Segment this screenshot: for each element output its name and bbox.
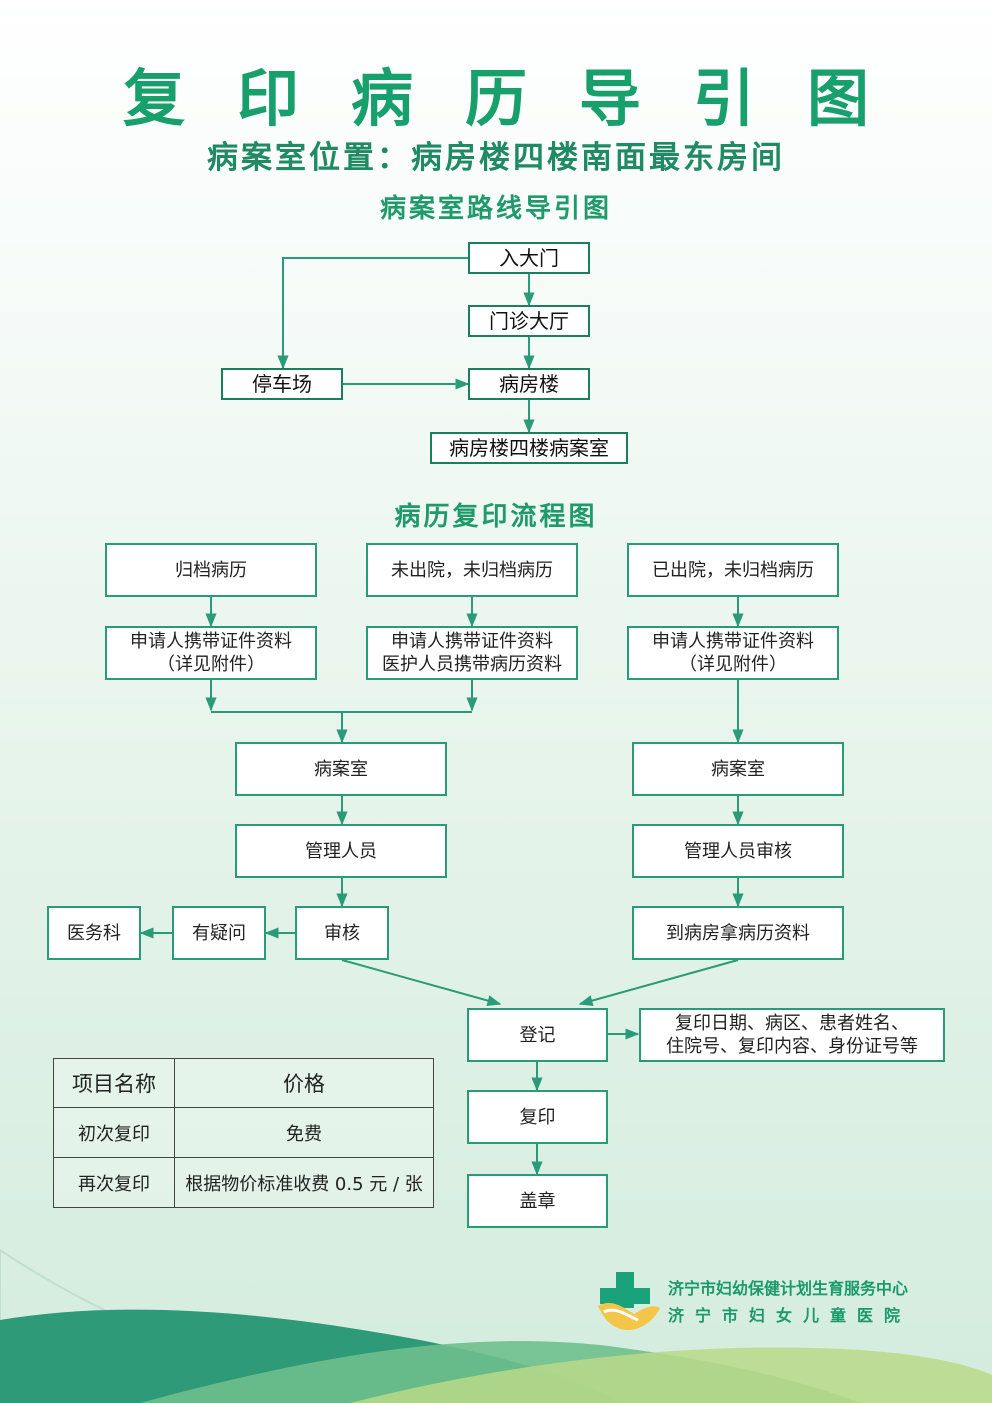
flow-register-label: 登记 (519, 1024, 556, 1046)
row-item: 再次复印 (53, 1157, 175, 1208)
flow-fetch-records-label: 到病房拿病历资料 (666, 922, 810, 944)
flow-copy-label: 复印 (519, 1106, 556, 1128)
flow-archived-records: 归档病历 (105, 543, 317, 597)
flow-register-note: 复印日期、病区、患者姓名、 住院号、复印内容、身份证号等 (639, 1008, 945, 1062)
route-entrance-label: 入大门 (499, 245, 559, 270)
flow-discharged-unarchived-label: 已出院，未归档病历 (652, 559, 814, 581)
flow-review-label: 审核 (324, 922, 360, 944)
org-name-line1: 济宁市妇幼保健计划生育服务中心 (668, 1279, 909, 1298)
flow-register-note-label: 复印日期、病区、患者姓名、 住院号、复印内容、身份证号等 (666, 1013, 918, 1057)
flow-archived-records-label: 归档病历 (175, 559, 247, 581)
row-price: 根据物价标准收费 0.5 元 / 张 (174, 1157, 434, 1208)
flow-col3-documents: 申请人携带证件资料 （详见附件） (627, 626, 839, 680)
table-row: 初次复印 免费 (53, 1107, 434, 1158)
flow-right-records-room-label: 病案室 (711, 758, 765, 780)
route-ward-building-box: 病房楼 (468, 368, 590, 400)
flow-left-records-room: 病案室 (235, 742, 447, 796)
route-entrance-box: 入大门 (468, 242, 590, 274)
flow-right-admin-review-label: 管理人员审核 (684, 840, 792, 862)
location-subtitle: 病案室位置：病房楼四楼南面最东房间 (207, 140, 785, 176)
flow-col2-documents: 申请人携带证件资料 医护人员携带病历资料 (366, 626, 578, 680)
flow-inpatient-unarchived: 未出院，未归档病历 (366, 543, 578, 597)
flow-col3-documents-label: 申请人携带证件资料 （详见附件） (652, 631, 814, 675)
row-item: 初次复印 (53, 1107, 175, 1158)
flow-right-admin-review: 管理人员审核 (632, 824, 844, 878)
route-records-room-box: 病房楼四楼病案室 (430, 432, 628, 464)
row-price: 免费 (174, 1107, 434, 1158)
route-parking-box: 停车场 (221, 368, 343, 400)
flow-copy: 复印 (467, 1090, 608, 1144)
table-row: 再次复印 根据物价标准收费 0.5 元 / 张 (53, 1157, 434, 1208)
route-outpatient-hall-box: 门诊大厅 (468, 305, 590, 337)
flow-doubt-label: 有疑问 (192, 922, 246, 944)
flow-left-records-room-label: 病案室 (314, 758, 368, 780)
flow-col2-documents-label: 申请人携带证件资料 医护人员携带病历资料 (382, 631, 562, 675)
flow-inpatient-unarchived-label: 未出院，未归档病历 (391, 559, 553, 581)
page-title: 复印病历导引图 (122, 62, 921, 135)
flow-col1-documents: 申请人携带证件资料 （详见附件） (105, 626, 317, 680)
flow-review: 审核 (295, 906, 389, 960)
price-table-header: 项目名称 价格 (53, 1058, 434, 1108)
flow-right-records-room: 病案室 (632, 742, 844, 796)
flow-medical-affairs-label: 医务科 (67, 922, 121, 944)
hospital-logo-icon (598, 1272, 660, 1330)
route-parking-label: 停车场 (252, 371, 312, 396)
route-outpatient-hall-label: 门诊大厅 (489, 308, 569, 333)
flow-fetch-records: 到病房拿病历资料 (632, 906, 844, 960)
flow-left-admin: 管理人员 (235, 824, 447, 878)
route-ward-building-label: 病房楼 (499, 371, 559, 396)
process-section-title: 病历复印流程图 (394, 502, 598, 532)
flow-left-admin-label: 管理人员 (305, 840, 377, 862)
org-name-line2: 济宁市妇女儿童医院 (668, 1306, 912, 1325)
header-item-name: 项目名称 (53, 1058, 175, 1108)
header-price: 价格 (174, 1058, 434, 1108)
flow-discharged-unarchived: 已出院，未归档病历 (627, 543, 839, 597)
flow-doubt: 有疑问 (172, 906, 266, 960)
route-records-room-label: 病房楼四楼病案室 (449, 435, 609, 460)
flow-stamp: 盖章 (467, 1174, 608, 1228)
flow-col1-documents-label: 申请人携带证件资料 （详见附件） (130, 631, 292, 675)
route-section-title: 病案室路线导引图 (379, 194, 612, 224)
price-table: 项目名称 价格 初次复印 免费 再次复印 根据物价标准收费 0.5 元 / 张 (53, 1058, 434, 1208)
flow-stamp-label: 盖章 (519, 1190, 556, 1212)
flow-medical-affairs: 医务科 (47, 906, 141, 960)
flow-register: 登记 (467, 1008, 608, 1062)
